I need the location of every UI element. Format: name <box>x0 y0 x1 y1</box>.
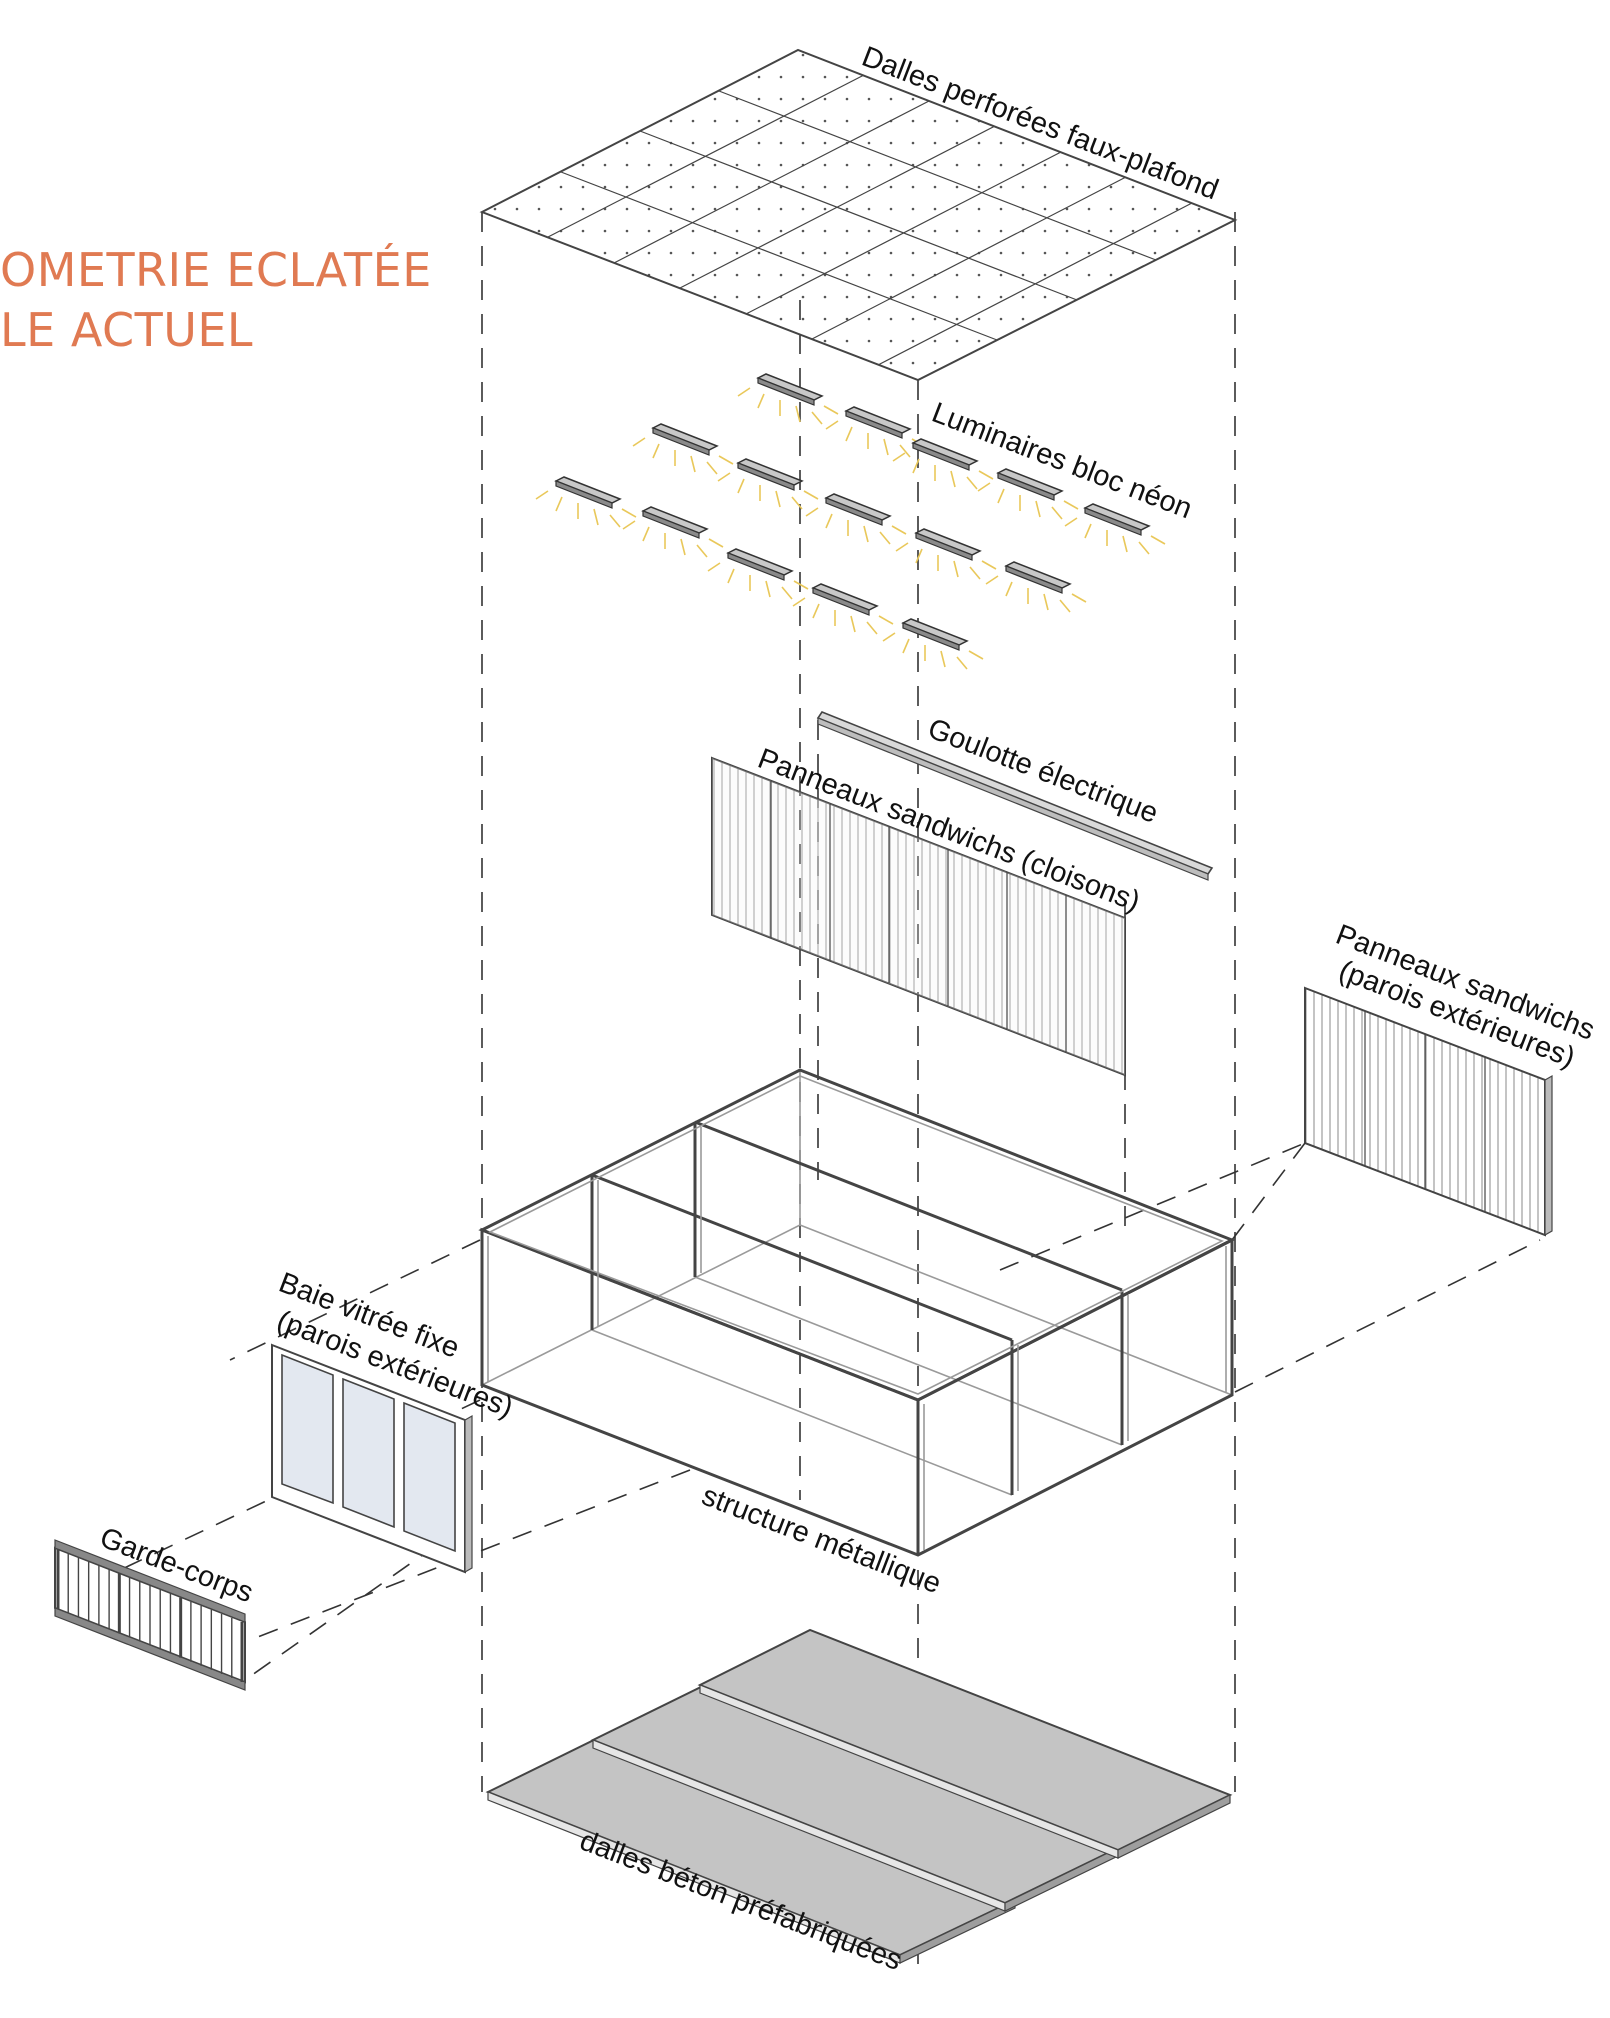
neon-tube-icon <box>977 468 1079 520</box>
neon-tube-icon <box>805 493 907 545</box>
diagram-title-line-2: LE ACTUEL <box>0 303 253 357</box>
electrical-duct <box>816 711 1214 881</box>
neon-tube-icon <box>892 438 994 490</box>
ceiling-perforated-tiles <box>479 48 1238 382</box>
precast-concrete-slabs <box>485 1628 1233 1964</box>
diagram-title-line-1: OMETRIE ECLATÉE <box>0 243 432 297</box>
neon-tube-icon <box>985 561 1087 613</box>
neon-tube-icon <box>707 548 809 600</box>
neon-tube-icon <box>737 373 839 425</box>
metal-structure-frame <box>478 1068 1236 1557</box>
neon-tube-icon <box>1064 503 1166 555</box>
neon-tube-icon <box>717 458 819 510</box>
neon-tube-icon <box>895 528 997 580</box>
partition-sandwich-panels <box>711 756 1126 1077</box>
neon-lights-group <box>535 373 1166 670</box>
neon-tube-icon <box>792 583 894 635</box>
neon-tube-icon <box>622 506 724 558</box>
neon-tube-icon <box>632 423 734 475</box>
neon-tube-icon <box>825 406 927 458</box>
neon-tube-icon <box>535 476 637 528</box>
exterior-sandwich-panels <box>1304 986 1553 1237</box>
fixed-glazed-bay <box>271 1343 473 1574</box>
structure-label: structure métallique <box>697 1480 945 1601</box>
guard-railing <box>54 1539 246 1691</box>
neon-tube-icon <box>882 618 984 670</box>
